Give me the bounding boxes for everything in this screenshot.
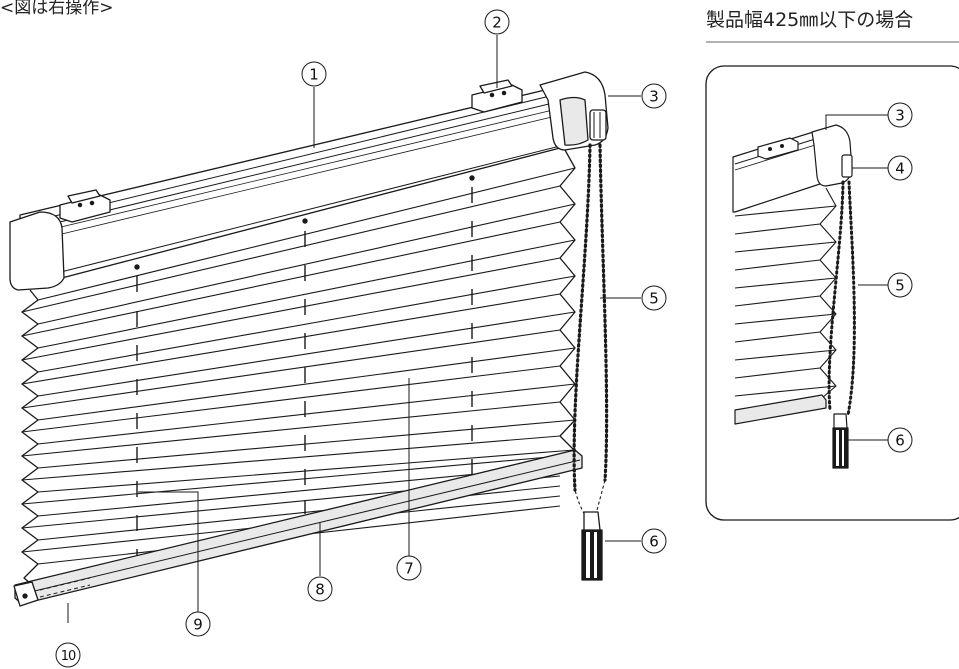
callout-10-label: 10 (61, 649, 76, 664)
inset-callout-6: 6 (887, 427, 913, 453)
lift-cords (134, 175, 475, 560)
inset-chain-weight (832, 413, 849, 469)
callout-9-label: 9 (193, 616, 203, 634)
fabric-right-edge (559, 149, 576, 451)
callout-1-label: 1 (309, 66, 319, 84)
inset-title: 製品幅425㎜以下の場合 (706, 9, 914, 31)
callout-3: 3 (641, 83, 667, 109)
main-blind (9, 71, 609, 607)
callout-2-label: 2 (492, 14, 502, 32)
inset-callout-4-label: 4 (895, 160, 905, 178)
inset-chain (827, 180, 856, 417)
callout-8: 8 (307, 576, 333, 602)
head-rail-left-cap (9, 211, 65, 291)
callout-10: 10 (55, 642, 81, 668)
inset-bottom-rail (734, 394, 827, 425)
leader-lines (67, 35, 641, 623)
callout-1: 1 (301, 61, 327, 87)
callout-6: 6 (641, 528, 667, 554)
callout-2: 2 (484, 9, 510, 35)
inset-leader-lines (825, 114, 888, 441)
inset-callout-5: 5 (887, 272, 913, 298)
bottom-rail-slots (39, 577, 91, 598)
callout-5-label: 5 (649, 290, 659, 308)
inset-callout-3: 3 (887, 102, 913, 128)
mounting-bracket-left (59, 189, 111, 223)
inset-callout-6-label: 6 (895, 432, 905, 450)
callout-7-label: 7 (404, 560, 414, 578)
callout-9: 9 (185, 611, 211, 637)
inset-pleats (734, 187, 837, 399)
chain-weight (581, 511, 603, 581)
callout-5: 5 (641, 285, 667, 311)
inset-callout-5-label: 5 (895, 277, 905, 295)
callout-7: 7 (396, 555, 422, 581)
inset-callout-3-label: 3 (895, 107, 905, 125)
inset-callout-4: 4 (887, 155, 913, 181)
callout-3-label: 3 (649, 88, 659, 106)
callout-8-label: 8 (315, 581, 325, 599)
fabric-left-edge (21, 289, 39, 589)
figure-note: <図は右操作> (0, 0, 114, 18)
mounting-bracket-right (471, 79, 523, 113)
callout-6-label: 6 (649, 533, 659, 551)
inset-detail: 3 4 5 6 (705, 65, 959, 521)
